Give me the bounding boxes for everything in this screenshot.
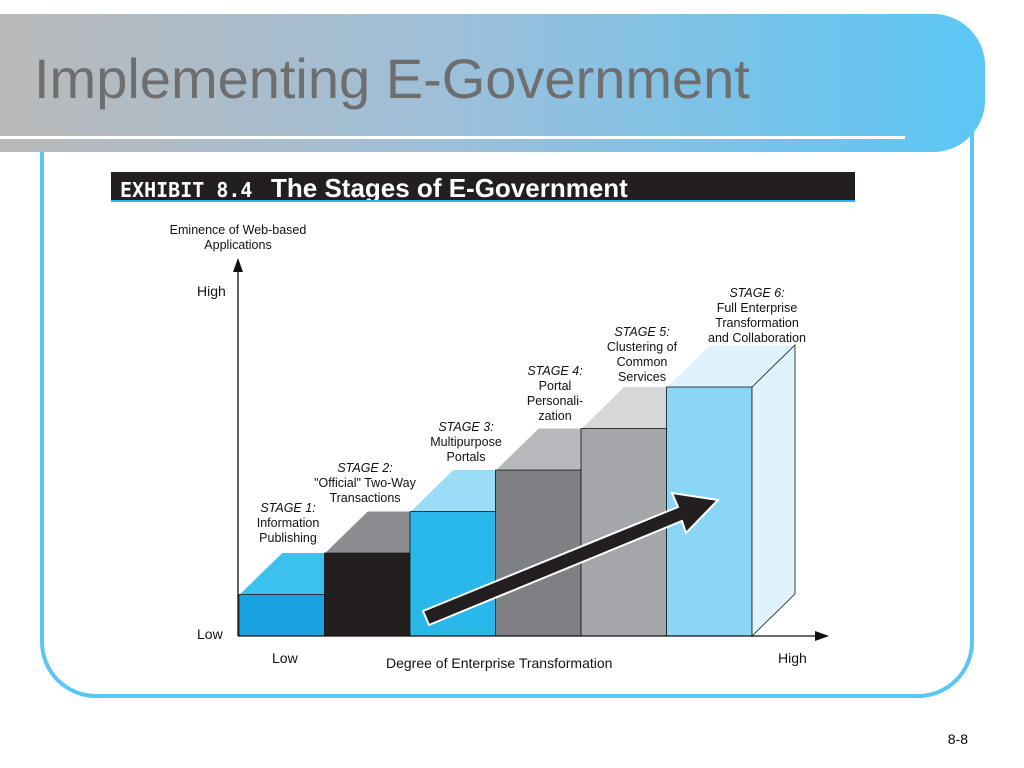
stage-1-name: Information Publishing xyxy=(256,516,320,545)
stage-5-name: Clustering of Common Services xyxy=(606,340,678,384)
stage-6-name: Full Enterprise Transformation and Colla… xyxy=(708,301,806,345)
stage-2-label: STAGE 2:"Official" Two-Way Transactions xyxy=(295,461,435,506)
stage-1-number: STAGE 1: xyxy=(260,501,316,515)
y-axis-label: Eminence of Web-based Applications xyxy=(169,223,307,252)
stage-4-name: Portal Personali- zation xyxy=(526,379,584,423)
stage-2-number: STAGE 2: xyxy=(337,461,393,475)
exhibit-title: The Stages of E-Government xyxy=(271,173,628,203)
stage-3-block xyxy=(409,511,496,637)
title-banner-overlay xyxy=(0,14,985,152)
stage-3-number: STAGE 3: xyxy=(438,420,494,434)
y-axis-high-label: High xyxy=(197,283,226,299)
slide-title: Implementing E-Government xyxy=(34,47,750,110)
exhibit-header: EXHIBIT 8.4 The Stages of E-Government xyxy=(111,172,855,203)
stage-1-label: STAGE 1:Information Publishing xyxy=(218,501,358,546)
stage-3-label: STAGE 3:Multipurpose Portals xyxy=(396,420,536,465)
stage-1-block xyxy=(238,594,325,637)
stage-6-number: STAGE 6: xyxy=(729,286,785,300)
x-axis-arrowhead xyxy=(815,631,829,641)
progress-arrow xyxy=(421,491,721,627)
stage-2-name: "Official" Two-Way Transactions xyxy=(314,476,416,505)
stage-4-number: STAGE 4: xyxy=(527,364,583,378)
stage-5-number: STAGE 5: xyxy=(614,325,670,339)
title-divider xyxy=(0,136,905,139)
exhibit-label: EXHIBIT 8.4 xyxy=(120,178,253,202)
stage-bars xyxy=(237,344,797,637)
stage-3-name: Multipurpose Portals xyxy=(430,435,502,464)
stage-6-side-face xyxy=(751,344,796,637)
stage-6-label: STAGE 6:Full Enterprise Transformation a… xyxy=(687,286,827,346)
exhibit-underline xyxy=(111,200,855,202)
x-axis-label: Degree of Enterprise Transformation xyxy=(386,655,613,671)
y-axis-low-label: Low xyxy=(197,626,223,642)
progress-arrow-shape xyxy=(421,491,721,627)
stage-5-label: STAGE 5:Clustering of Common Services xyxy=(572,325,712,385)
diagram-axes xyxy=(233,258,829,641)
slide-number: 8-8 xyxy=(947,731,968,747)
stage-4-label: STAGE 4:Portal Personali- zation xyxy=(485,364,625,424)
x-axis-high-label: High xyxy=(778,650,807,666)
y-axis-arrowhead xyxy=(233,258,243,272)
stage-2-block xyxy=(324,552,411,637)
x-axis-low-label: Low xyxy=(272,650,298,666)
